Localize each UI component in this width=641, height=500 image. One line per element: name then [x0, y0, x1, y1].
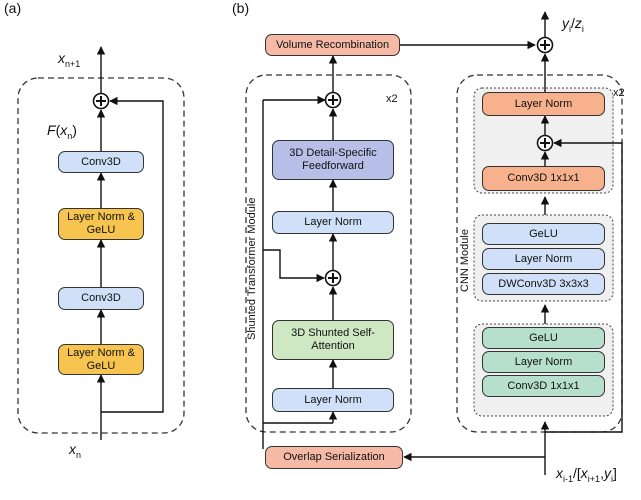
transformer-module-label: Shunted Transformer Module [246, 197, 258, 340]
detail-feedforward-box: 3D Detail-Specific Feedforward [272, 140, 394, 180]
layernorm-gelu-bottom-box: Layer Norm & GeLU [58, 344, 144, 375]
label-output-y-z: yi/zi [562, 15, 584, 34]
layer-norm-mid-top-box: Layer Norm [272, 211, 394, 234]
cnn-module-label: CNN Module [459, 229, 471, 292]
conv3d-1x1-orange-box: Conv3D 1x1x1 [482, 166, 605, 191]
conv3d-1x1-teal-box: Conv3D 1x1x1 [482, 375, 605, 397]
transformer-module-frame [245, 74, 412, 433]
skip-connection-mid-low [263, 249, 325, 283]
conv3d-bottom-box: Conv3D [58, 287, 144, 310]
layer-norm-teal-box: Layer Norm [482, 351, 605, 373]
repeat-label-right: x2 [613, 87, 625, 99]
skip-connection-a [101, 96, 164, 413]
repeat-label-mid: x2 [386, 93, 398, 105]
layer-norm-orange-box: Layer Norm [482, 92, 605, 116]
label-x-n: xn [69, 441, 82, 460]
dwconv3d-box: DWConv3D 3x3x3 [482, 273, 605, 295]
panel-label-b: (b) [232, 0, 250, 16]
gelu-blue-box: GeLU [482, 223, 605, 245]
overlap-serialization-box: Overlap Serialization [265, 446, 403, 469]
skip-connection-right [545, 138, 623, 433]
label-f-xn: F(xn) [47, 122, 77, 141]
gelu-teal-box: GeLU [482, 327, 605, 349]
shunted-attention-box: 3D Shunted Self-Attention [272, 320, 394, 360]
layer-norm-blue-box: Layer Norm [482, 248, 605, 270]
volume-recombination-box: Volume Recombination [265, 34, 400, 56]
panel-label-a: (a) [4, 0, 22, 16]
label-input-x: xi-1/[xi+1,yi] [556, 465, 617, 484]
conv3d-top-box: Conv3D [58, 151, 144, 173]
label-x-n-plus-1: xn+1 [58, 50, 81, 69]
layer-norm-mid-bottom-box: Layer Norm [272, 388, 394, 412]
layernorm-gelu-top-box: Layer Norm & GeLU [58, 208, 144, 240]
